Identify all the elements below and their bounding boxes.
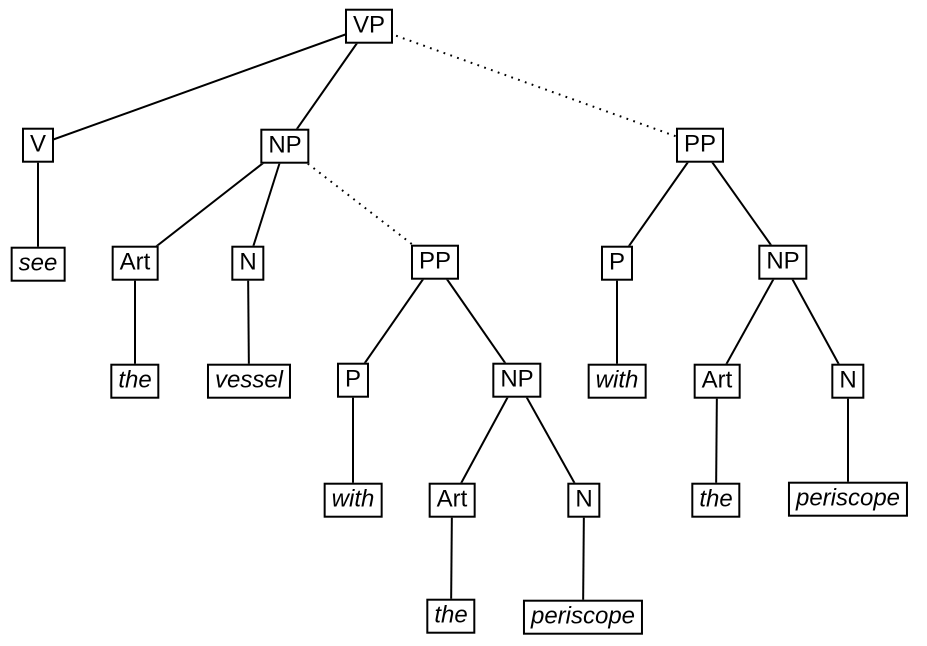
edge-vp-pp_vp-dotted — [368, 25, 701, 146]
edge-np_obj-pp_np-dotted — [284, 145, 436, 263]
tree-node-with2: with — [587, 363, 647, 399]
edge-np2-n3 — [782, 261, 849, 382]
edge-pp_vp-p2 — [616, 144, 701, 264]
edge-n2-periscope1 — [582, 499, 585, 618]
tree-node-v: V — [21, 127, 55, 163]
edge-np_obj-art1 — [134, 145, 286, 264]
edge-np_inner-n2 — [516, 379, 585, 501]
edge-np_obj-n1 — [247, 145, 286, 264]
edge-np_inner-art2 — [451, 379, 518, 501]
tree-node-pp_np: PP — [410, 244, 460, 280]
edge-art2-the2 — [450, 499, 453, 617]
tree-node-vessel: vessel — [206, 363, 292, 399]
edge-pp_vp-np2 — [699, 144, 784, 263]
edge-pp_np-np_inner — [434, 261, 518, 381]
edge-art3-the3 — [715, 380, 718, 501]
tree-node-the2: the — [426, 598, 476, 634]
edge-vp-v — [37, 25, 370, 146]
tree-node-periscope1: periscope — [522, 599, 644, 635]
tree-node-pp_vp: PP — [675, 127, 725, 163]
tree-node-art1: Art — [111, 245, 159, 281]
tree-node-the1: the — [110, 363, 160, 399]
tree-node-periscope2: periscope — [787, 481, 909, 517]
tree-node-p2: P — [600, 245, 634, 281]
edge-vp-np_obj — [284, 25, 370, 147]
edge-np2-art3 — [716, 261, 784, 382]
tree-node-n3: N — [831, 363, 865, 399]
tree-node-the3: the — [691, 482, 741, 518]
tree-node-p1: P — [336, 362, 370, 398]
tree-node-vp: VP — [344, 8, 394, 44]
edge-pp_np-p1 — [352, 261, 436, 381]
tree-node-see: see — [10, 246, 66, 282]
tree-node-np_inner: NP — [492, 362, 542, 398]
edge-n1-vessel — [247, 262, 250, 382]
tree-node-n2: N — [567, 482, 601, 518]
tree-node-art2: Art — [428, 482, 476, 518]
tree-node-art3: Art — [693, 363, 741, 399]
tree-node-np2: NP — [758, 244, 808, 280]
tree-node-with1: with — [323, 482, 383, 518]
tree-node-n1: N — [231, 245, 265, 281]
tree-node-np_obj: NP — [260, 128, 310, 164]
